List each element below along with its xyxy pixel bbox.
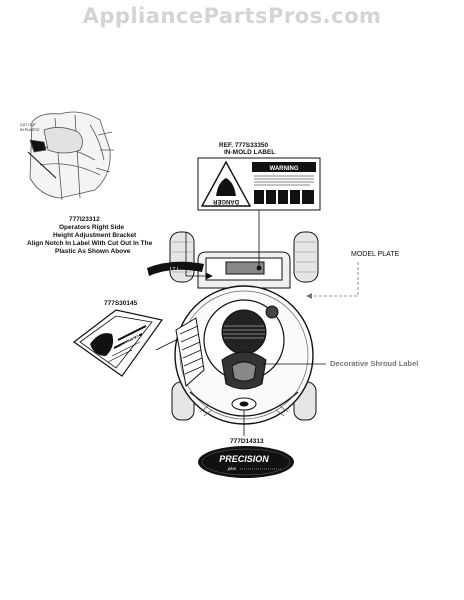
- precision-brand: PRECISION: [219, 454, 269, 464]
- in-mold-name: IN-MOLD LABEL: [224, 149, 276, 156]
- precision-sub: plus: [227, 466, 237, 471]
- precision-plus-decal: PRECISION plus: [198, 446, 294, 478]
- inset-handle-sketch: [27, 111, 114, 201]
- danger-label-left: DANGER: [72, 309, 164, 377]
- in-mold-warning-text: WARNING: [270, 166, 299, 172]
- model-plate-label: MODEL PLATE: [351, 251, 400, 258]
- model-plate-leader: [312, 262, 359, 297]
- model-plate-arrow: [306, 293, 312, 299]
- operators-part-number: 777I23312: [69, 216, 100, 223]
- operators-line-2: Height Adjustment Bracket: [53, 232, 137, 239]
- inset-caption-line1: CUT OUT: [20, 123, 37, 127]
- svg-text:I T I: I T I: [170, 267, 178, 273]
- in-mold-danger-label: WARNING DANGER: [197, 157, 321, 211]
- operators-line-3: Align Notch In Label With Cut Out In The: [27, 240, 153, 247]
- mower-top-view: [169, 231, 319, 425]
- leader-lines: [155, 210, 326, 436]
- in-mold-danger-text: DANGER: [212, 198, 239, 204]
- precision-part-number: 777D14313: [230, 438, 264, 445]
- inset-caption-line2: IN PLASTIC: [20, 128, 40, 132]
- in-mold-ref: REF. 777S33350: [219, 142, 269, 149]
- danger-left-part-number: 777S30145: [104, 300, 138, 307]
- watermark: AppliancePartsPros.com: [82, 4, 382, 28]
- operators-line-4: Plastic As Shown Above: [55, 248, 131, 255]
- operators-line-1: Operators Right Side: [59, 224, 125, 231]
- bracket-label-decal: I T I: [147, 261, 204, 276]
- shroud-label: Decorative Shroud Label: [330, 359, 419, 368]
